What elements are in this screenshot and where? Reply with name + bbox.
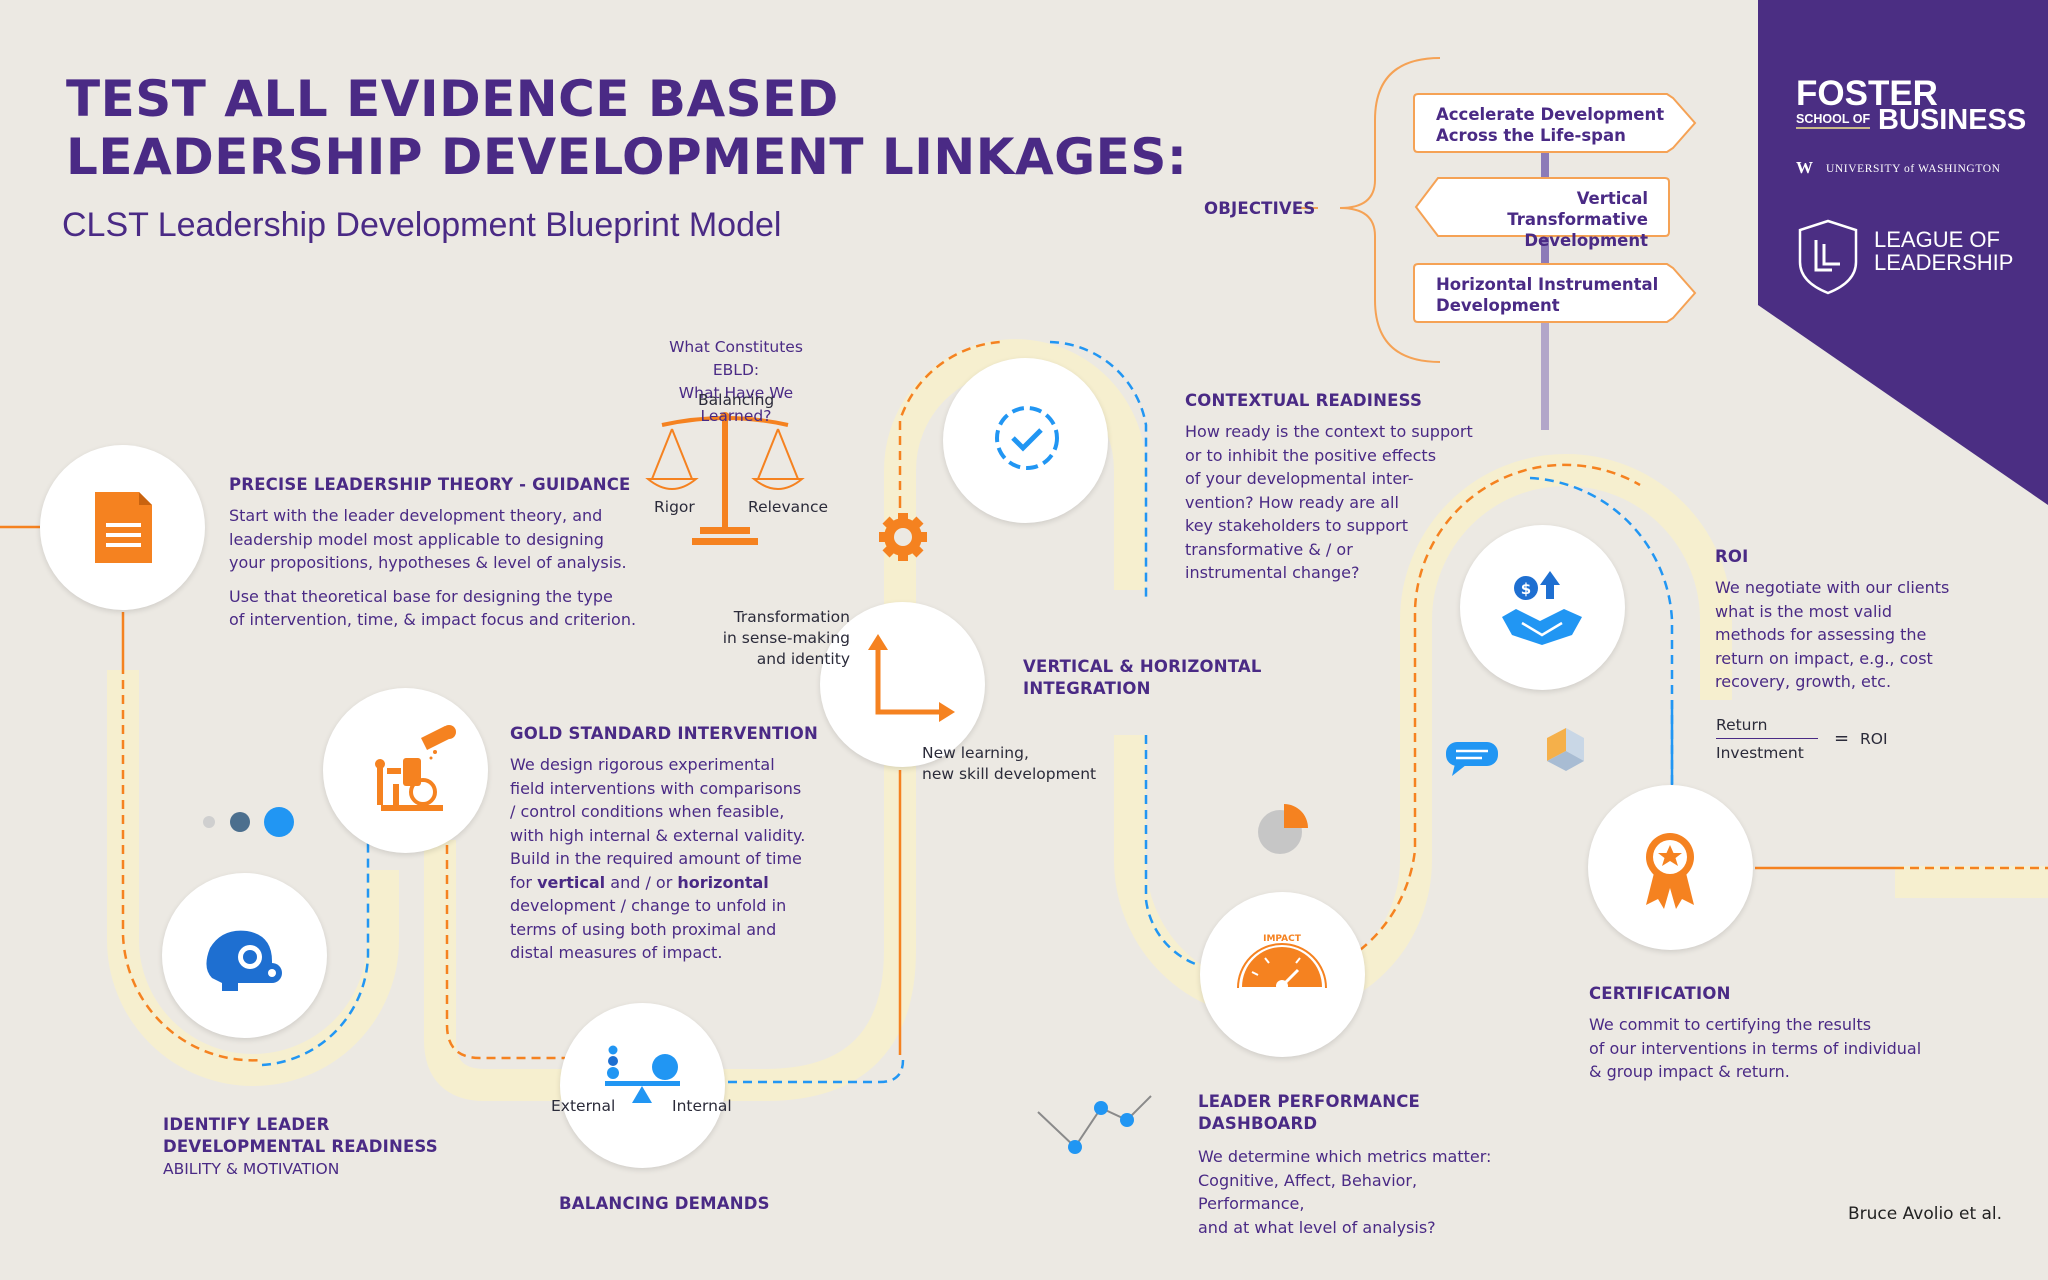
- head-gears-icon: [206, 930, 282, 991]
- league-shield-icon: [1798, 219, 1858, 295]
- sign-arrow-left: [1414, 177, 1670, 237]
- foster-logo: FOSTER: [1796, 74, 1938, 113]
- lab-equipment-icon: [375, 725, 456, 811]
- uw-label: UNIVERSITY of WASHINGTON: [1826, 163, 2001, 175]
- gold-heading: GOLD STANDARD INTERVENTION: [510, 724, 819, 743]
- internal-label: Internal: [672, 1097, 732, 1115]
- equals-sign: =: [1834, 728, 1850, 749]
- blue-dashed-path: [1049, 340, 1148, 600]
- identify-block: IDENTIFY LEADER DEVELOPMENTAL READINESS …: [163, 1114, 438, 1182]
- readiness-circle: [162, 873, 327, 1038]
- business-label: BUSINESS: [1878, 104, 2027, 136]
- certification-circle: [1588, 785, 1753, 950]
- dashboard-heading: LEADER PERFORMANCE: [1198, 1092, 1421, 1111]
- investment-label: Investment: [1716, 744, 1804, 762]
- orange-dashed-path: [898, 340, 1001, 505]
- objectives-label: OBJECTIVES: [1204, 199, 1316, 218]
- orange-dashed-path: [121, 665, 263, 1062]
- theory-circle: [40, 445, 205, 610]
- title-line-2: LEADERSHIP DEVELOPMENT LINKAGES:: [66, 128, 1188, 186]
- dot-decoration: [230, 812, 250, 832]
- dashboard-block: LEADER PERFORMANCE DASHBOARD We determin…: [1198, 1091, 1528, 1239]
- uw-w-logo: W: [1796, 158, 1813, 177]
- line-chart-icon: [1037, 1095, 1152, 1154]
- page-title: TEST ALL EVIDENCE BASED LEADERSHIP DEVEL…: [66, 70, 1187, 186]
- rigor-label: Rigor: [654, 498, 695, 516]
- balancing-circle: [560, 1003, 725, 1168]
- dashboard-circle: IMPACT: [1200, 892, 1365, 1057]
- cream-band: [107, 670, 399, 1086]
- subtitle: CLST Leadership Development Blueprint Mo…: [62, 206, 782, 244]
- objectives-signs: [1413, 93, 1697, 323]
- gear-icon: [879, 513, 927, 561]
- identify-heading: IDENTIFY LEADER: [163, 1115, 330, 1134]
- cube-icon: [1547, 728, 1584, 771]
- roi-result-label: ROI: [1860, 730, 1888, 748]
- new-learning-label: New learning,new skill development: [922, 744, 1097, 783]
- brand-panel: [1758, 0, 2048, 505]
- integration-circle: [820, 602, 985, 767]
- sign-arrow-right: [1413, 263, 1697, 323]
- title-line-1: TEST ALL EVIDENCE BASED: [66, 70, 839, 128]
- blue-dashed-path: [1529, 476, 1674, 785]
- ebld-question: What Constitutes EBLD:What Have We Learn…: [669, 338, 803, 425]
- impact-gauge-icon: IMPACT: [1237, 934, 1327, 992]
- orange-dashed-path: [1359, 463, 1641, 951]
- sign-arrow-right: [1413, 93, 1697, 153]
- roi-heading: ROI: [1715, 547, 1749, 566]
- check-circle-icon: [995, 406, 1059, 470]
- signpost-pole-fade: [1541, 320, 1549, 440]
- chat-bubble-icon: [1446, 742, 1498, 776]
- scales-icon: [645, 412, 805, 545]
- external-label: External: [551, 1097, 616, 1115]
- roi-circle: $: [1460, 525, 1625, 690]
- balancing-label: Balancing: [698, 391, 775, 409]
- svg-text:$: $: [1521, 580, 1531, 598]
- league-of-leadership-logo: LEAGUE OF LEADERSHIP: [1874, 227, 2014, 275]
- identify-sub: ABILITY & MOTIVATION: [163, 1160, 340, 1178]
- certification-heading: CERTIFICATION: [1589, 984, 1731, 1003]
- school-of-label: SCHOOL OF: [1796, 112, 1871, 129]
- contextual-heading: CONTEXTUAL READINESS: [1185, 391, 1423, 410]
- vh-integration-block: VERTICAL & HORIZONTAL INTEGRATION: [1023, 657, 1262, 698]
- relevance-label: Relevance: [748, 498, 829, 516]
- contextual-circle: [943, 358, 1108, 523]
- award-ribbon-icon: [1646, 833, 1694, 909]
- precise-theory-block: PRECISE LEADERSHIP THEORY - GUIDANCE Sta…: [229, 474, 649, 632]
- vh-heading: VERTICAL & HORIZONTAL: [1023, 657, 1262, 676]
- return-label: Return: [1716, 715, 1818, 739]
- gauge-label: IMPACT: [1263, 934, 1302, 944]
- contextual-block: CONTEXTUAL READINESS How ready is the co…: [1185, 390, 1475, 585]
- objectives-brace: [1339, 57, 1441, 363]
- certification-block: CERTIFICATION We commit to certifying th…: [1589, 983, 1929, 1084]
- blue-dashed-path: [728, 1059, 905, 1084]
- document-icon: [95, 492, 152, 563]
- dot-decoration: [203, 816, 215, 828]
- pie-chart-icon: [1258, 804, 1308, 854]
- intervention-circle: [323, 688, 488, 853]
- balance-icon: [605, 1045, 680, 1103]
- credit-label: Bruce Avolio et al.: [1848, 1204, 2003, 1224]
- balancing-demands-heading: BALANCING DEMANDS: [559, 1194, 770, 1213]
- handshake-money-icon: $: [1502, 571, 1582, 645]
- cream-band: [424, 339, 1146, 1101]
- corner-arrow-icon: [868, 634, 955, 722]
- orange-dashed-path: [445, 845, 565, 1060]
- dot-decoration: [264, 807, 294, 837]
- blue-dashed-path: [261, 850, 370, 1067]
- gold-standard-block: GOLD STANDARD INTERVENTION We design rig…: [510, 723, 840, 965]
- blue-dashed-path: [1144, 735, 1199, 967]
- precise-heading: PRECISE LEADERSHIP THEORY - GUIDANCE: [229, 475, 631, 494]
